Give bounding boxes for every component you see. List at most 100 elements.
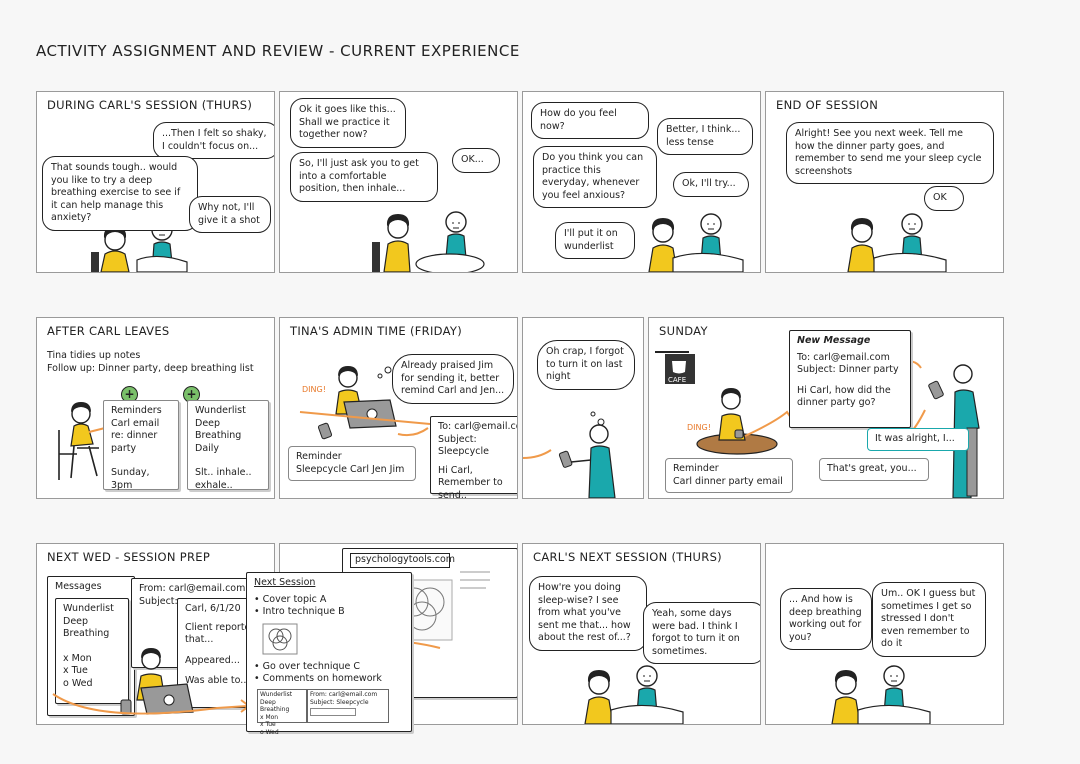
mini-wunderlist: Wunderlist Deep Breathing x Mon x Tue o … [257,689,307,736]
tina-speech-bubble-3: I'll put it on wunderlist [555,222,635,259]
panel-how-do-you-feel: How do you feel now? Better, I think... … [522,91,761,273]
reminder-line-2: Carl dinner party email [673,475,783,487]
carl-speech-bubble: OK... [452,148,500,173]
panel-session-prep: NEXT WED - SESSION PREP Messages Wunderl… [36,543,275,725]
mini-wl-line-2: Deep Breathing [260,698,290,714]
carl-speech-bubble: OK [924,186,964,211]
next-session-bullet-4: • Comments on homework [254,673,382,684]
panel-sunday: SUNDAY CAFE DING! New Message To: carl@e… [648,317,1004,499]
tina-speech-bubble: Alright! See you next week. Tell me how … [786,122,994,184]
carl-speech-bubble: Um.. OK I guess but sometimes I get so s… [872,582,986,657]
carl-speech-bubble-1: ...Then I felt so shaky, I couldn't focu… [153,122,274,159]
tina-reply-box: That's great, you... [819,458,929,481]
message-subject: Subject: Dinner party [797,364,899,375]
panel-title: AFTER CARL LEAVES [47,324,170,338]
tina-speech-bubble: That sounds tough.. would you like to tr… [42,156,198,231]
dinner-party-reminder: Reminder Carl dinner party email [665,458,793,493]
deep-breathing-illustration [831,665,931,724]
carl-reply-box: It was alright, I... [867,428,969,451]
venn-diagram-icon [262,623,298,654]
wl-line-2: Deep [63,615,89,627]
message-body: Hi Carl, how did the dinner party go? [797,384,891,409]
carl-speech-bubble-2: Why not, I'll give it a shot [189,196,271,233]
notes-line-1: Carl, 6/1/20 [185,603,241,614]
email-subject: Subject: [139,595,178,607]
panel-during-session: DURING CARL'S SESSION (THURS) ...Then I … [36,91,275,273]
notes-line-4: Appeared... [185,654,240,666]
wl-line-3: Breathing [63,628,110,639]
panel-deep-breathing-check: ... And how is deep breathing working ou… [765,543,1004,725]
reminder-line-2: Sleepcycle Carl Jen Jim [296,463,405,475]
tina-speech-bubble: ... And how is deep breathing working ou… [780,588,872,650]
wunderlist-card-line-2: Deep Breathing [195,417,242,442]
note-line-1: Tina tidies up notes [47,350,141,361]
new-message-title: New Message [797,335,871,346]
next-session-illustration [584,665,684,724]
panel-after-carl-leaves: AFTER CARL LEAVES Tina tidies up notes F… [36,317,275,499]
page-title: ACTIVITY ASSIGNMENT AND REVIEW - CURRENT… [36,42,520,60]
panel-title: SUNDAY [659,324,708,338]
mini-wl-line-3: x Mon [260,713,279,721]
sleepcycle-email: To: carl@email.com Subject: Sleepcycle H… [430,416,517,498]
session-prep-illustration [52,648,251,715]
reminder-line-1: Reminder [673,463,719,474]
panel-admin-time: TINA'S ADMIN TIME (FRIDAY) DING! Already… [279,317,518,499]
wunderlist-card-line-5: exhale.. [195,479,233,491]
email-subject: Subject: Sleepcycle [438,433,489,458]
tina-speech-bubble-1: How do you feel now? [531,102,649,139]
carl-speech-bubble-1: Better, I think... less tense [657,118,753,155]
email-from: From: carl@email.com [139,583,246,594]
next-session-bullet-2: • Intro technique B [254,606,345,617]
reminder-card-line-3: re: dinner party [111,430,158,454]
feel-illustration [648,213,744,272]
panel-carl-forgot: Oh crap, I forgot to turn it on last nig… [522,317,644,499]
panel-next-session: CARL'S NEXT SESSION (THURS) How're you d… [522,543,761,725]
wl-line-6: o Wed [63,677,93,689]
practice-illustration [372,211,485,272]
wl-line-5: x Tue [63,665,88,676]
panel-end-of-session: END OF SESSION Alright! See you next wee… [765,91,1004,273]
carl-thought-bubble: Oh crap, I forgot to turn it on last nig… [537,340,635,390]
panel-title: NEXT WED - SESSION PREP [47,550,211,564]
reminder-card: Reminders Carl email re: dinner party Su… [103,400,179,491]
ding-label: DING! [302,385,326,394]
panel-title: TINA'S ADMIN TIME (FRIDAY) [290,324,462,338]
email-to: To: carl@email.com [438,421,517,432]
carl-phone-illustration [523,411,616,498]
browser-url-bar[interactable]: psychologytools.com [350,553,455,568]
wunderlist-card-line-4: Slt.. inhale.. [195,467,252,478]
reminder-card-line-4: Sunday, 3pm [111,467,150,491]
sleepcycle-reminder: Reminder Sleepcycle Carl Jen Jim [288,446,416,481]
tina-speech-bubble-2: Do you think you can practice this every… [533,146,657,208]
cafe-sign-label: CAFE [668,376,687,384]
mini-email-line-1: From: carl@email.com [310,691,378,698]
admin-time-illustration [299,366,431,440]
messages-title: Messages [55,581,102,592]
new-message-window: New Message To: carl@email.com Subject: … [789,330,911,428]
next-session-document: Next Session • Cover topic A • Intro tec… [246,572,412,736]
next-session-bullet-1: • Cover topic A [254,593,327,605]
ding-label: DING! [687,423,711,432]
mini-email: From: carl@email.com Subject: Sleepcycle [307,689,389,723]
tina-speech-bubble-2: So, I'll just ask you to get into a comf… [290,152,438,202]
notes-line-2: Client reported [185,621,257,633]
reminder-card-line-2: Carl email [111,417,160,429]
email-greeting: Hi Carl, [438,464,473,476]
tina-speech-bubble-1: Ok it goes like this... Shall we practic… [290,98,406,148]
wunderlist-window: Wunderlist Deep Breathing x Mon x Tue o … [55,598,129,704]
tina-speech-bubble: How're you doing sleep-wise? I see from … [529,576,647,651]
wunderlist-card: Wunderlist Deep Breathing Daily Slt.. in… [187,400,269,491]
next-session-title: Next Session [254,577,316,588]
notes-line-3: that... [185,634,214,645]
mini-email-line-2: Subject: Sleepcycle [310,698,369,706]
tina-thought-bubble: Already praised Jim for sending it, bett… [392,354,514,404]
wunderlist-card-line-3: Daily [195,442,220,454]
wl-line-4: x Mon [63,652,92,664]
tina-sitting-illustration [58,402,106,480]
end-session-illustration [847,213,947,272]
email-body: Remember to send.. [438,477,503,499]
message-to: To: carl@email.com [797,351,890,363]
mini-email-box [310,708,356,716]
note-line-2: Follow up: Dinner party, deep breathing … [47,363,254,374]
